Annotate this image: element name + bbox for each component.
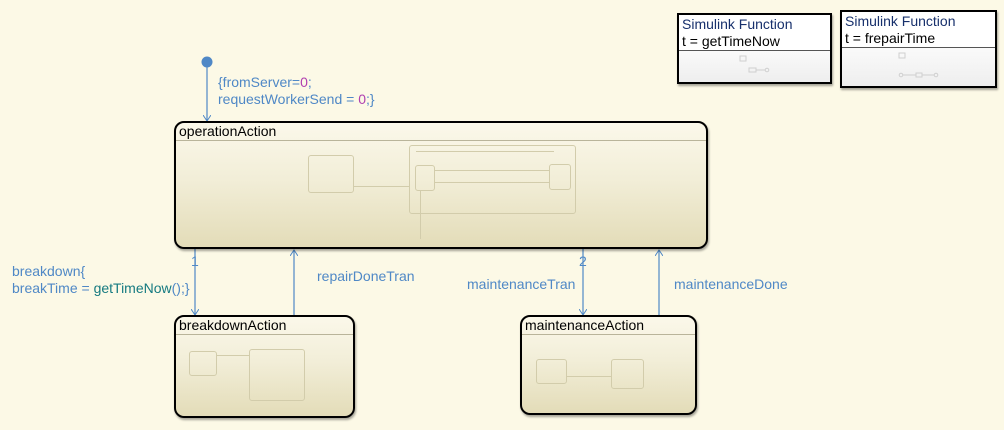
substate-preview (536, 359, 567, 384)
state-operation-action-title: operationAction (179, 123, 277, 139)
state-title-divider (176, 334, 353, 335)
substate-preview (249, 349, 305, 401)
transition-order-1: 1 (191, 253, 199, 269)
simulink-function-divider (842, 47, 995, 48)
substate-preview (415, 165, 435, 191)
default-action-line2-suffix: ;} (366, 91, 375, 107)
substate-connector (420, 191, 421, 239)
breakdown-action-call: getTimeNow (93, 280, 172, 296)
state-title-divider (176, 140, 706, 141)
simulink-function-thumbnail (739, 55, 770, 73)
substate-connector (416, 151, 554, 152)
simulink-function-get-time-now[interactable]: Simulink Function t = getTimeNow (677, 13, 832, 84)
default-transition-label[interactable]: {fromServer=0; requestWorkerSend = 0;} (218, 74, 375, 108)
state-breakdown-action[interactable]: breakdownAction (174, 315, 355, 418)
breakdown-transition-label[interactable]: breakdown{ breakTime = getTimeNow();} (12, 263, 190, 297)
simulink-function-preview (842, 48, 995, 86)
repair-done-transition-label[interactable]: repairDoneTran (317, 268, 415, 284)
state-breakdown-action-title: breakdownAction (179, 317, 287, 333)
state-maintenance-action-title: maintenanceAction (525, 317, 645, 333)
substate-connector (434, 182, 550, 183)
breakdown-action-prefix: breakTime = (12, 280, 94, 296)
default-transition-dot[interactable] (201, 56, 213, 68)
substate-connector (353, 186, 409, 187)
default-action-line1-suffix: ; (307, 74, 312, 90)
simulink-function-preview (679, 51, 830, 82)
substate-preview (549, 164, 571, 190)
state-title-divider (522, 334, 695, 335)
default-action-line1-value: 0 (300, 74, 308, 90)
simulink-function-signature: t = getTimeNow (682, 33, 780, 49)
default-action-line2-prefix: requestWorkerSend = (218, 91, 359, 107)
maintenance-done-transition-label[interactable]: maintenanceDone (674, 276, 788, 292)
breakdown-action-suffix: ();} (171, 280, 190, 296)
substate-connector (216, 355, 249, 356)
substate-preview (611, 359, 644, 389)
transition-order-2: 2 (579, 253, 587, 269)
simulink-function-divider (679, 50, 830, 51)
simulink-function-frepair-time[interactable]: Simulink Function t = frepairTime (840, 10, 997, 88)
substate-preview (189, 351, 217, 376)
simulink-function-title: Simulink Function (845, 13, 956, 29)
substate-connector (566, 376, 611, 377)
breakdown-event: breakdown{ (12, 263, 86, 279)
substate-group-preview (409, 145, 576, 214)
default-action-line2-value: 0 (358, 91, 367, 107)
state-operation-action[interactable]: operationAction (174, 121, 708, 249)
substate-connector (434, 170, 550, 171)
simulink-function-thumbnail (898, 52, 939, 78)
simulink-function-title: Simulink Function (682, 16, 793, 32)
simulink-function-signature: t = frepairTime (845, 30, 936, 46)
substate-preview (308, 155, 354, 193)
maintenance-transition-label[interactable]: maintenanceTran (467, 276, 576, 292)
default-action-line1-prefix: {fromServer= (218, 74, 301, 90)
state-maintenance-action[interactable]: maintenanceAction (520, 315, 697, 415)
